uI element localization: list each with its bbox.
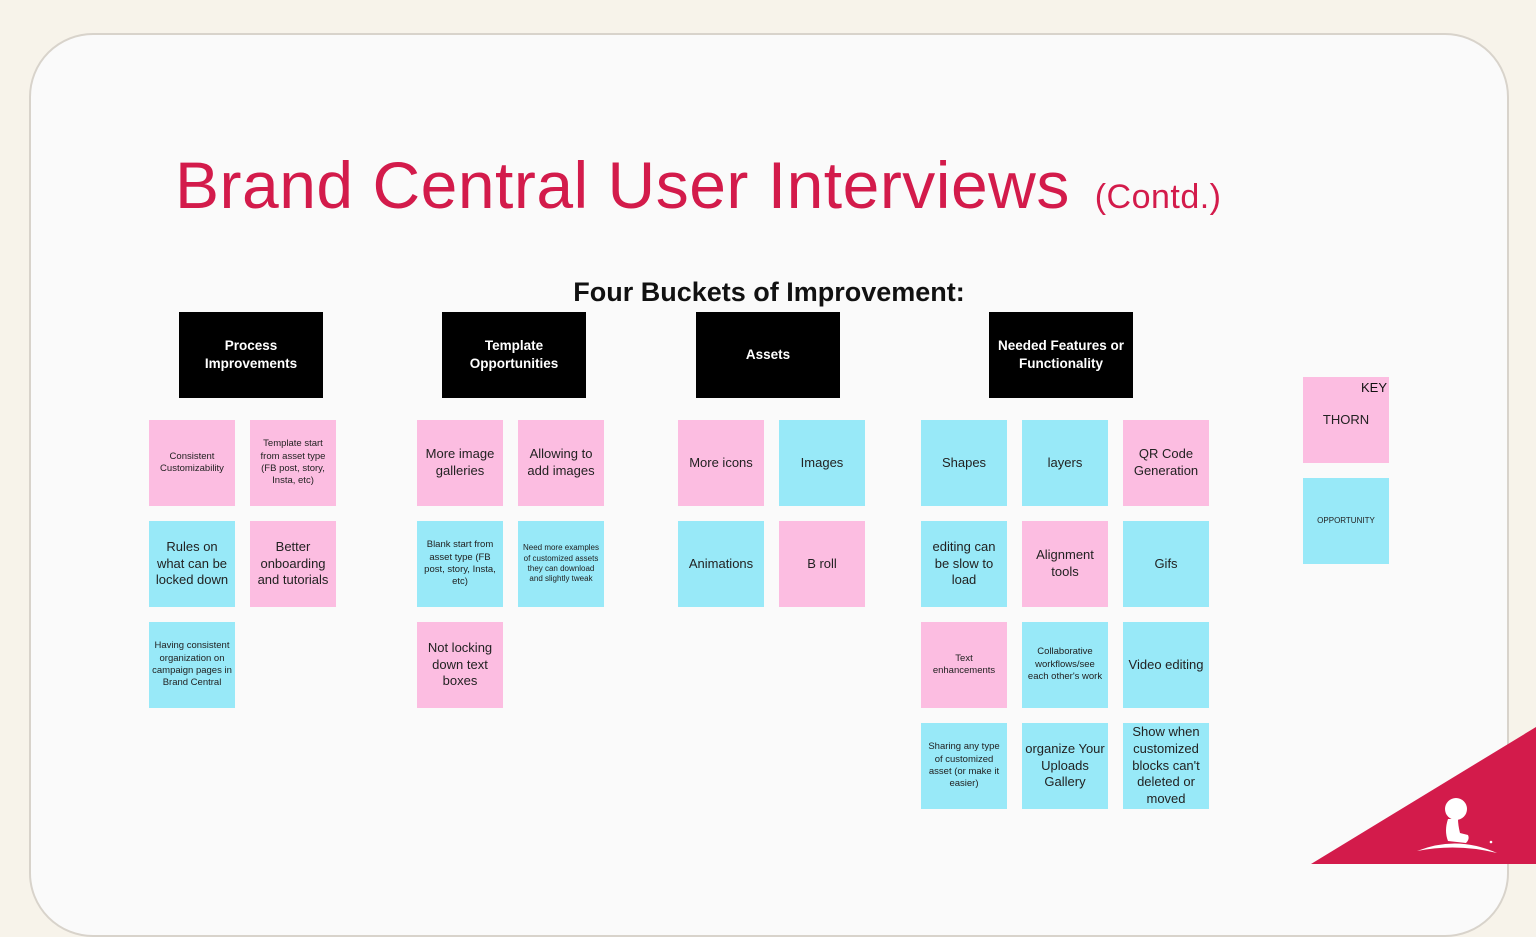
bucket-header-process-improvements: Process Improvements	[179, 312, 323, 398]
sticky-note-thorn: Alignment tools	[1022, 521, 1108, 607]
sticky-note-thorn: B roll	[779, 521, 865, 607]
sticky-note-opportunity: Gifs	[1123, 521, 1209, 607]
key-item-thorn: THORN	[1303, 377, 1389, 463]
corner-triangle	[1311, 727, 1536, 864]
sticky-note-thorn: More image galleries	[417, 420, 503, 506]
page-title: Brand Central User Interviews (Contd.)	[175, 147, 1222, 223]
sticky-note-opportunity: Video editing	[1123, 622, 1209, 708]
sticky-note-thorn: Consistent Customizability	[149, 420, 235, 506]
logo-icon	[1417, 798, 1497, 853]
sticky-note-opportunity: Having consistent organization on campai…	[149, 622, 235, 708]
title-suffix: (Contd.)	[1094, 178, 1222, 216]
key-label: KEY	[1361, 380, 1388, 395]
sticky-note-thorn: QR Code Generation	[1123, 420, 1209, 506]
sticky-note-opportunity: Rules on what can be locked down	[149, 521, 235, 607]
bucket-header-template-opportunities: Template Opportunities	[442, 312, 586, 398]
sticky-note-thorn: Template start from asset type (FB post,…	[250, 420, 336, 506]
key-item-opportunity: OPPORTUNITY	[1303, 478, 1389, 564]
bucket-header-assets: Assets	[696, 312, 840, 398]
sticky-note-opportunity: Show when customized blocks can't delete…	[1123, 723, 1209, 809]
sticky-note-opportunity: Collaborative workflows/see each other's…	[1022, 622, 1108, 708]
sticky-note-thorn: Allowing to add images	[518, 420, 604, 506]
sticky-note-opportunity: layers	[1022, 420, 1108, 506]
sticky-note-opportunity: Images	[779, 420, 865, 506]
sticky-note-opportunity: organize Your Uploads Gallery	[1022, 723, 1108, 809]
sticky-note-thorn: Text enhancements	[921, 622, 1007, 708]
logo-corner	[1311, 727, 1536, 864]
sticky-note-thorn: Better onboarding and tutorials	[250, 521, 336, 607]
sticky-note-opportunity: editing can be slow to load	[921, 521, 1007, 607]
title-text: Brand Central User Interviews	[175, 148, 1070, 222]
sticky-note-opportunity: Sharing any type of customized asset (or…	[921, 723, 1007, 809]
sticky-note-opportunity: Need more examples of customized assets …	[518, 521, 604, 607]
sticky-note-thorn: More icons	[678, 420, 764, 506]
sticky-note-opportunity: Shapes	[921, 420, 1007, 506]
sticky-note-opportunity: Animations	[678, 521, 764, 607]
sticky-note-opportunity: Blank start from asset type (FB post, st…	[417, 521, 503, 607]
subtitle: Four Buckets of Improvement:	[573, 277, 965, 307]
slide: Brand Central User Interviews (Contd.) F…	[29, 33, 1509, 937]
bucket-header-needed-features-or-functionality: Needed Features or Functionality	[989, 312, 1133, 398]
sticky-note-thorn: Not locking down text boxes	[417, 622, 503, 708]
